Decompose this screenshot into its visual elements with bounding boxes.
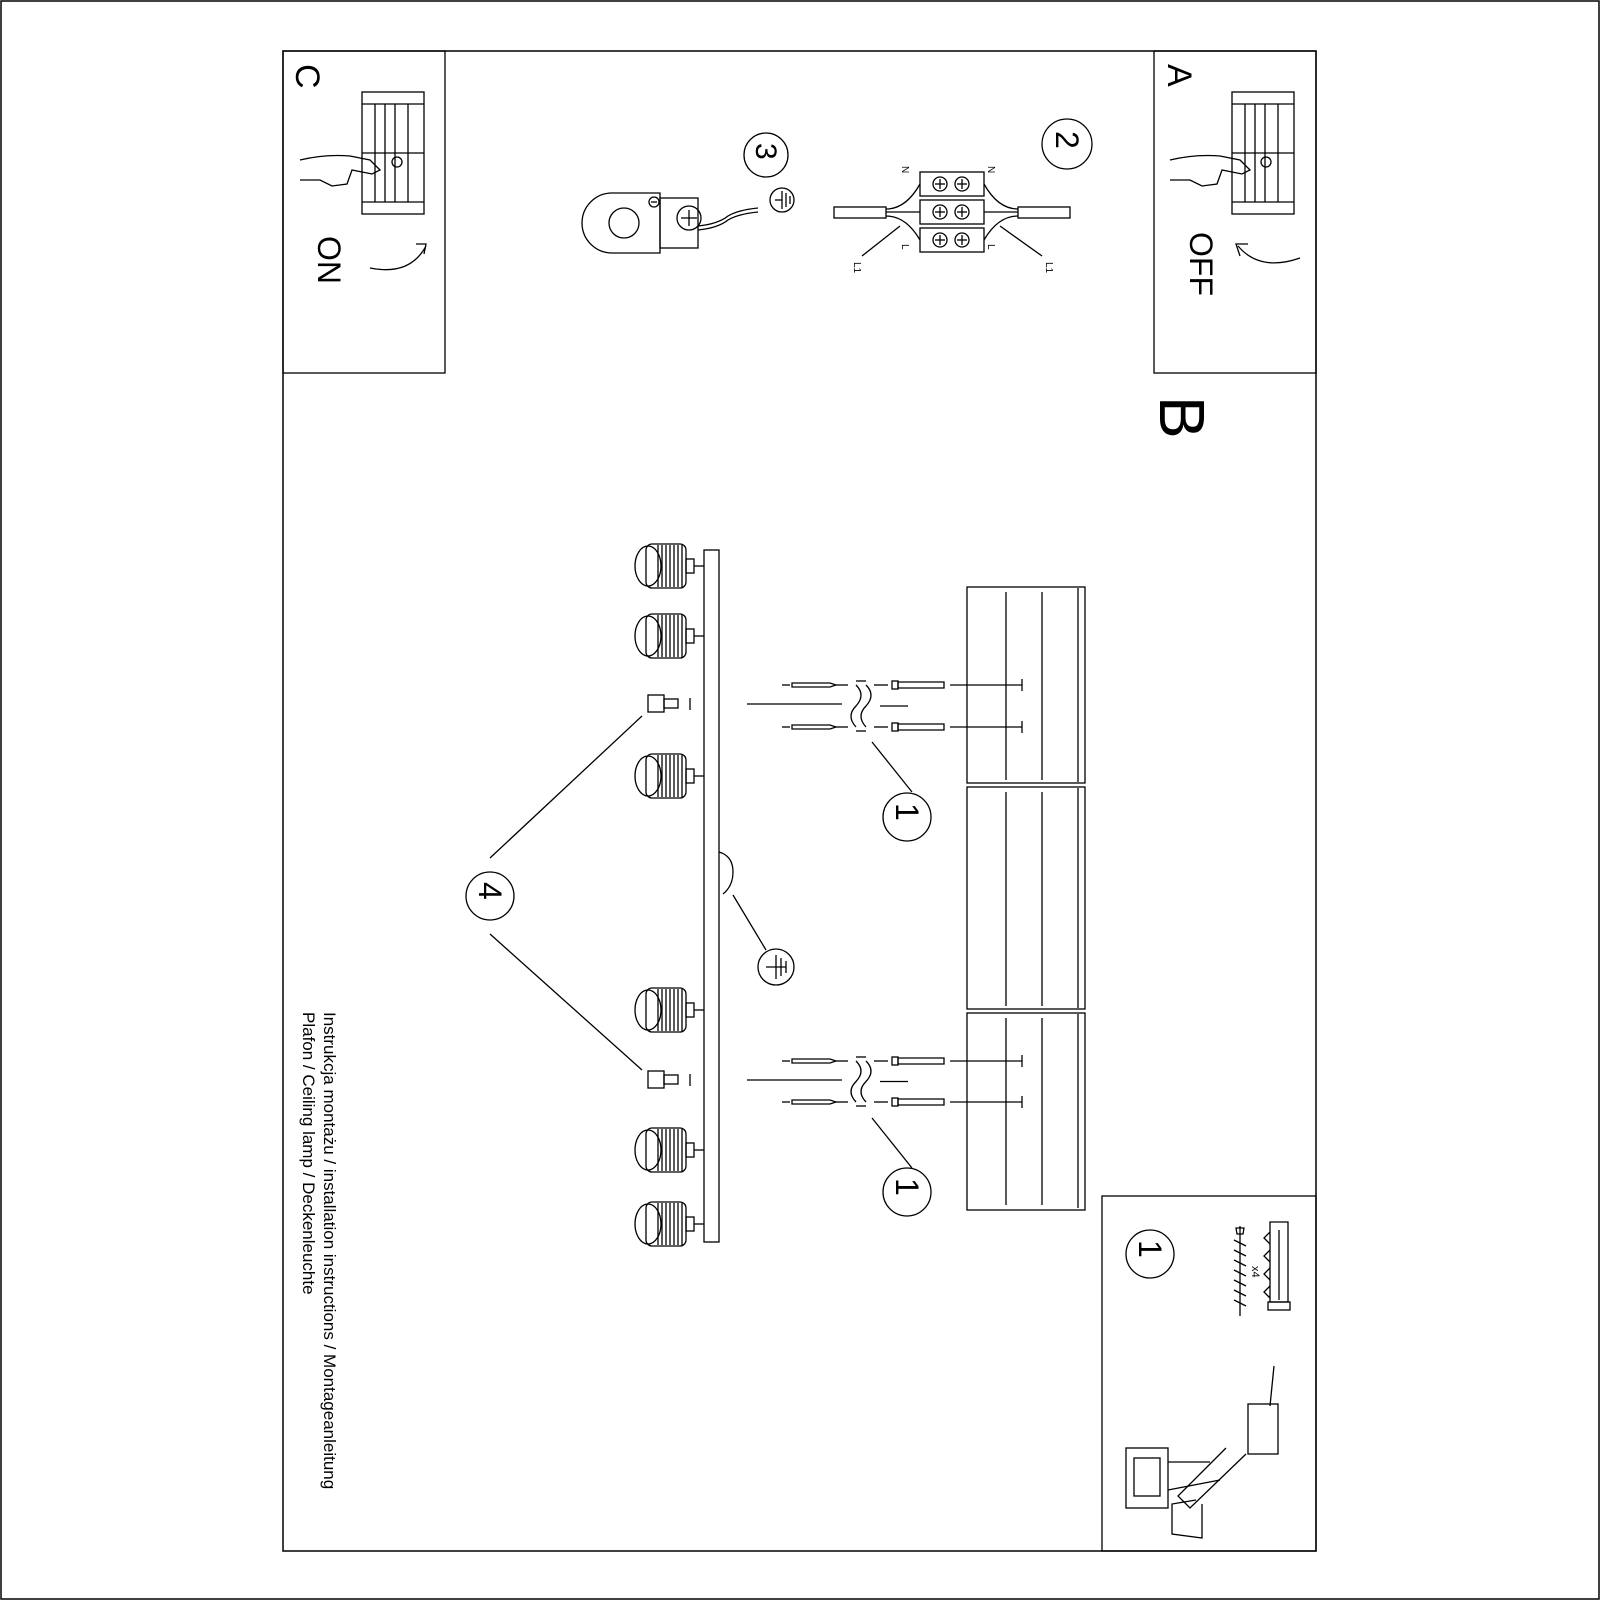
title-line-1: Instrukcja montażu / installation instru… [320, 1012, 339, 1490]
title-line-2: Plafon / Ceiling lamp / Deckenleuchte [299, 1012, 318, 1295]
wire-l-label-left: L [899, 244, 910, 250]
cable-left [833, 183, 921, 241]
step-4-callout: 4 [465, 715, 643, 1071]
step-1-number: 1 [1132, 1240, 1168, 1258]
wire-n-label-right: N [985, 166, 996, 173]
step-1-number: 1 [889, 803, 925, 821]
step-2-wire-connection: 2 N N L L L1 L1 [833, 118, 1093, 274]
spotlight-head [634, 1201, 704, 1247]
breaker-box-icon [361, 91, 425, 215]
earth-wire [718, 851, 734, 895]
panel-b-letter: B [1146, 396, 1218, 439]
rotate-arrow-icon [1235, 243, 1301, 264]
spotlight-head [634, 987, 704, 1033]
panel-tools: 1 x4 [1101, 1195, 1317, 1552]
step-1-callout-lower: 1 [871, 1117, 932, 1217]
earth-symbol-icon [769, 187, 795, 213]
panel-a-power-off: A OFF [1153, 50, 1317, 374]
breaker-box-icon [1231, 91, 1295, 215]
mounting-bracket-set [782, 679, 1023, 733]
on-label: ON [311, 236, 347, 284]
wire-n-label-left: N [899, 166, 910, 173]
screw-icon [1233, 1226, 1247, 1316]
panel-c-letter: C [288, 64, 326, 89]
hand-icon [299, 154, 382, 187]
terminal-block-icon [919, 171, 985, 253]
step-3-earth-connection: 3 [581, 132, 795, 254]
sheet-frame [282, 50, 1317, 1552]
step-1-callout-upper: 1 [871, 741, 932, 842]
spotlight-head [634, 753, 704, 799]
panel-a-letter: A [1160, 64, 1198, 87]
earth-symbol-icon [732, 894, 795, 986]
spotlight-head [634, 1127, 704, 1173]
spotlight-head [634, 613, 704, 659]
wire-l1-label-right: L1 [1043, 262, 1054, 274]
spotlight-heads [634, 543, 704, 1247]
step-3-badge [743, 132, 789, 178]
mounting-rail [703, 549, 720, 1243]
wire-l1-label-left: L1 [851, 262, 862, 274]
drill-icon [1125, 1365, 1279, 1539]
cable-right [983, 183, 1071, 241]
step-2-badge [1041, 118, 1093, 170]
ceiling-fasteners [782, 679, 1023, 1108]
step-2-number: 2 [1049, 131, 1085, 149]
wall-plug-icon [1263, 1221, 1291, 1311]
wire-l-label-right: L [985, 244, 996, 250]
step-1-number: 1 [889, 1178, 925, 1196]
rotate-arrow-icon [369, 243, 427, 271]
ceiling-boards [966, 586, 1086, 1211]
step-4-badge [465, 871, 515, 921]
ceiling-lamp-bar [703, 549, 734, 1243]
step-3-number: 3 [749, 143, 782, 160]
connector-screw-upper [647, 694, 691, 713]
step-4-number: 4 [472, 882, 508, 900]
off-label: OFF [1183, 232, 1219, 296]
mounting-bracket-set [782, 1055, 1023, 1108]
screws-quantity: x4 [1249, 1266, 1261, 1278]
step-1-badge [1125, 1229, 1175, 1279]
connector-screw-lower [647, 1070, 691, 1089]
earth-terminal-icon [581, 192, 759, 254]
spotlight-head [634, 543, 704, 589]
panel-c-power-on: C ON [282, 50, 446, 374]
hand-icon [1169, 154, 1252, 187]
